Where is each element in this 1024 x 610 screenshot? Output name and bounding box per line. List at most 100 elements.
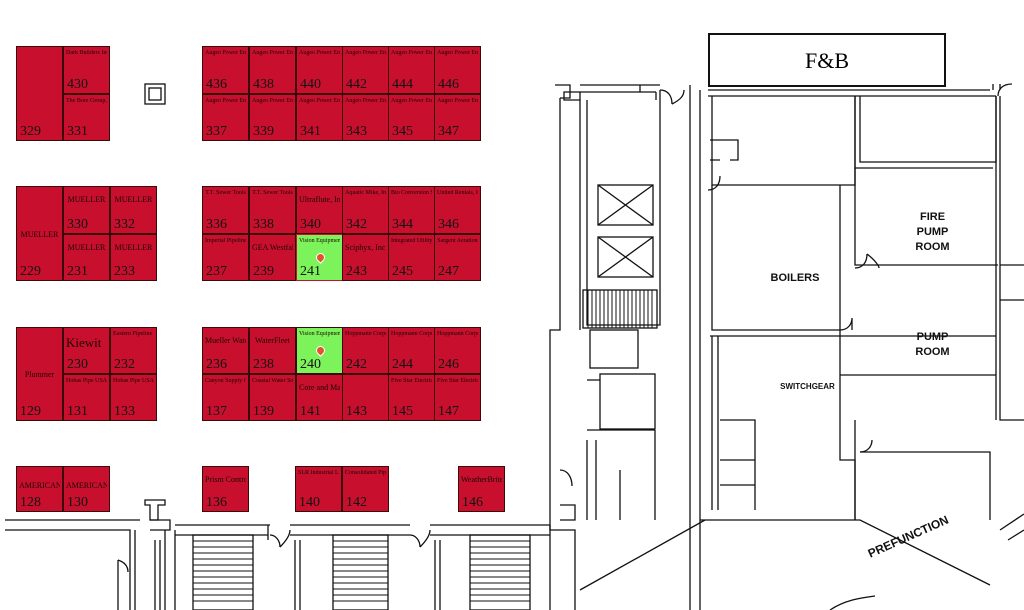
booth-number: 136 xyxy=(206,495,227,510)
booth-number: 347 xyxy=(438,124,459,139)
booth-number: 130 xyxy=(67,495,88,510)
booth-245[interactable]: Integrated Utility Technologies245 xyxy=(388,234,435,281)
location-pin-icon xyxy=(313,343,327,357)
booth-number: 232 xyxy=(114,357,135,372)
booth-343[interactable]: Augeo Power Environmental343 xyxy=(342,94,389,141)
booth-number: 242 xyxy=(346,357,367,372)
booth-company: Hoppmann Corporation xyxy=(437,331,478,337)
fb-label: F&B xyxy=(708,33,946,87)
booth-242[interactable]: Hoppmann Corporation242 xyxy=(342,327,389,374)
booth-442[interactable]: Augeo Power Environmental442 xyxy=(342,46,389,94)
booth-company: MUELLER xyxy=(67,195,106,204)
booth-143[interactable]: 143 xyxy=(342,374,389,421)
booth-number: 238 xyxy=(253,357,274,372)
booth-number: 444 xyxy=(392,77,413,92)
booth-136[interactable]: Prism Controls136 xyxy=(202,466,249,512)
booth-345[interactable]: Augeo Power Environmental345 xyxy=(388,94,435,141)
booth-company: Vision Equipment xyxy=(299,331,340,337)
booth-company: T.T. Sewer Tools xyxy=(252,190,293,196)
booth-346[interactable]: United Rentals, Inc.346 xyxy=(434,186,481,234)
booth-number: 329 xyxy=(20,124,41,139)
booth-137[interactable]: Canyon Supply Company137 xyxy=(202,374,249,421)
booth-company: Aquatic Mike, Inc. xyxy=(345,190,386,196)
booth-329[interactable]: 329 xyxy=(16,46,63,141)
booth-140[interactable]: SLR Industrial Ltd.140 xyxy=(295,466,342,512)
booth-147[interactable]: Five Star Electric 147 xyxy=(434,374,481,421)
booth-341[interactable]: Augeo Power Environmental341 xyxy=(296,94,343,141)
booth-number: 442 xyxy=(346,77,367,92)
booth-430[interactable]: Dark Builders Inc.430 xyxy=(63,46,110,94)
booth-number: 147 xyxy=(438,404,459,419)
booth-company: Augeo Power Environmental xyxy=(299,98,340,104)
booth-number: 330 xyxy=(67,217,88,232)
booth-440[interactable]: Augeo Power Environmental 440 xyxy=(296,46,343,94)
booth-146[interactable]: WeatherBrite Tester146 xyxy=(458,466,505,512)
booth-company: AMERICAN xyxy=(19,481,60,490)
booth-company: Augeo Power Environmental xyxy=(391,50,432,56)
booth-244[interactable]: Hoppmann Corporation244 xyxy=(388,327,435,374)
booth-number: 239 xyxy=(253,264,274,279)
booth-142[interactable]: Consolidated Pipe & Supply Co.142 xyxy=(342,466,389,512)
booth-446[interactable]: Augeo Power Environmental446 xyxy=(434,46,481,94)
booth-company: The Bore Group, Inc. xyxy=(66,98,107,104)
booth-332[interactable]: MUELLER 332 xyxy=(110,186,157,234)
booth-436[interactable]: Augeo Power Environmental436 xyxy=(202,46,249,94)
booth-246[interactable]: Hoppmann Corporation246 xyxy=(434,327,481,374)
booth-company: Integrated Utility Technologies xyxy=(391,238,432,244)
booth-139[interactable]: Coastal Water Solutions139 xyxy=(249,374,296,421)
booth-347[interactable]: Augeo Power Environmental347 xyxy=(434,94,481,141)
booth-239[interactable]: GEA Westfalia239 xyxy=(249,234,296,281)
booth-337[interactable]: Augeo Power Environmental337 xyxy=(202,94,249,141)
booth-236[interactable]: Mueller Water236 xyxy=(202,327,249,374)
booth-339[interactable]: Augeo Power Environmental339 xyxy=(249,94,296,141)
booth-number: 240 xyxy=(300,357,321,372)
booth-number: 237 xyxy=(206,264,227,279)
booth-company: Augeo Power Environmental xyxy=(299,50,340,56)
booth-number: 141 xyxy=(300,404,321,419)
booth-243[interactable]: Sciphyx, Inc.243 xyxy=(342,234,389,281)
booth-330[interactable]: MUELLER 330 xyxy=(63,186,110,234)
booth-232[interactable]: Eastern Pipeline Supply Inc. 232 xyxy=(110,327,157,374)
booth-company: MUELLER xyxy=(114,195,153,204)
booth-company: Consolidated Pipe & Supply Co. xyxy=(345,470,386,476)
booth-342[interactable]: Aquatic Mike, Inc.342 xyxy=(342,186,389,234)
booth-444[interactable]: Augeo Power Environmental 444 xyxy=(388,46,435,94)
booth-company: Augeo Power Environmental xyxy=(391,98,432,104)
booth-company: Core and Main xyxy=(299,383,340,392)
booth-company: Eastern Pipeline Supply Inc. xyxy=(113,331,154,337)
booth-number: 139 xyxy=(253,404,274,419)
booth-company: Five Star Electric xyxy=(437,378,478,384)
booth-340[interactable]: Ultraflute, Inc.340 xyxy=(296,186,343,234)
booth-number: 236 xyxy=(206,357,227,372)
booth-344[interactable]: Bio Conversion Systems Inc.344 xyxy=(388,186,435,234)
booth-company: MUELLER xyxy=(20,229,59,239)
booth-number: 129 xyxy=(20,404,41,419)
booth-141[interactable]: Core and Main 141 xyxy=(296,374,343,421)
booth-number: 131 xyxy=(67,404,88,419)
pump-room-label: PUMP ROOM xyxy=(915,331,950,358)
booth-237[interactable]: Imperial Pipeline Services Inc.237 xyxy=(202,234,249,281)
booth-company: United Rentals, Inc. xyxy=(437,190,478,196)
booth-240[interactable]: Vision Equipment 240 xyxy=(296,327,343,374)
booth-438[interactable]: Augeo Power Environmental438 xyxy=(249,46,296,94)
booth-number: 440 xyxy=(300,77,321,92)
booth-number: 332 xyxy=(114,217,135,232)
booth-331[interactable]: The Bore Group, Inc.331 xyxy=(63,94,110,141)
booth-company: Augeo Power Environmental xyxy=(252,98,293,104)
